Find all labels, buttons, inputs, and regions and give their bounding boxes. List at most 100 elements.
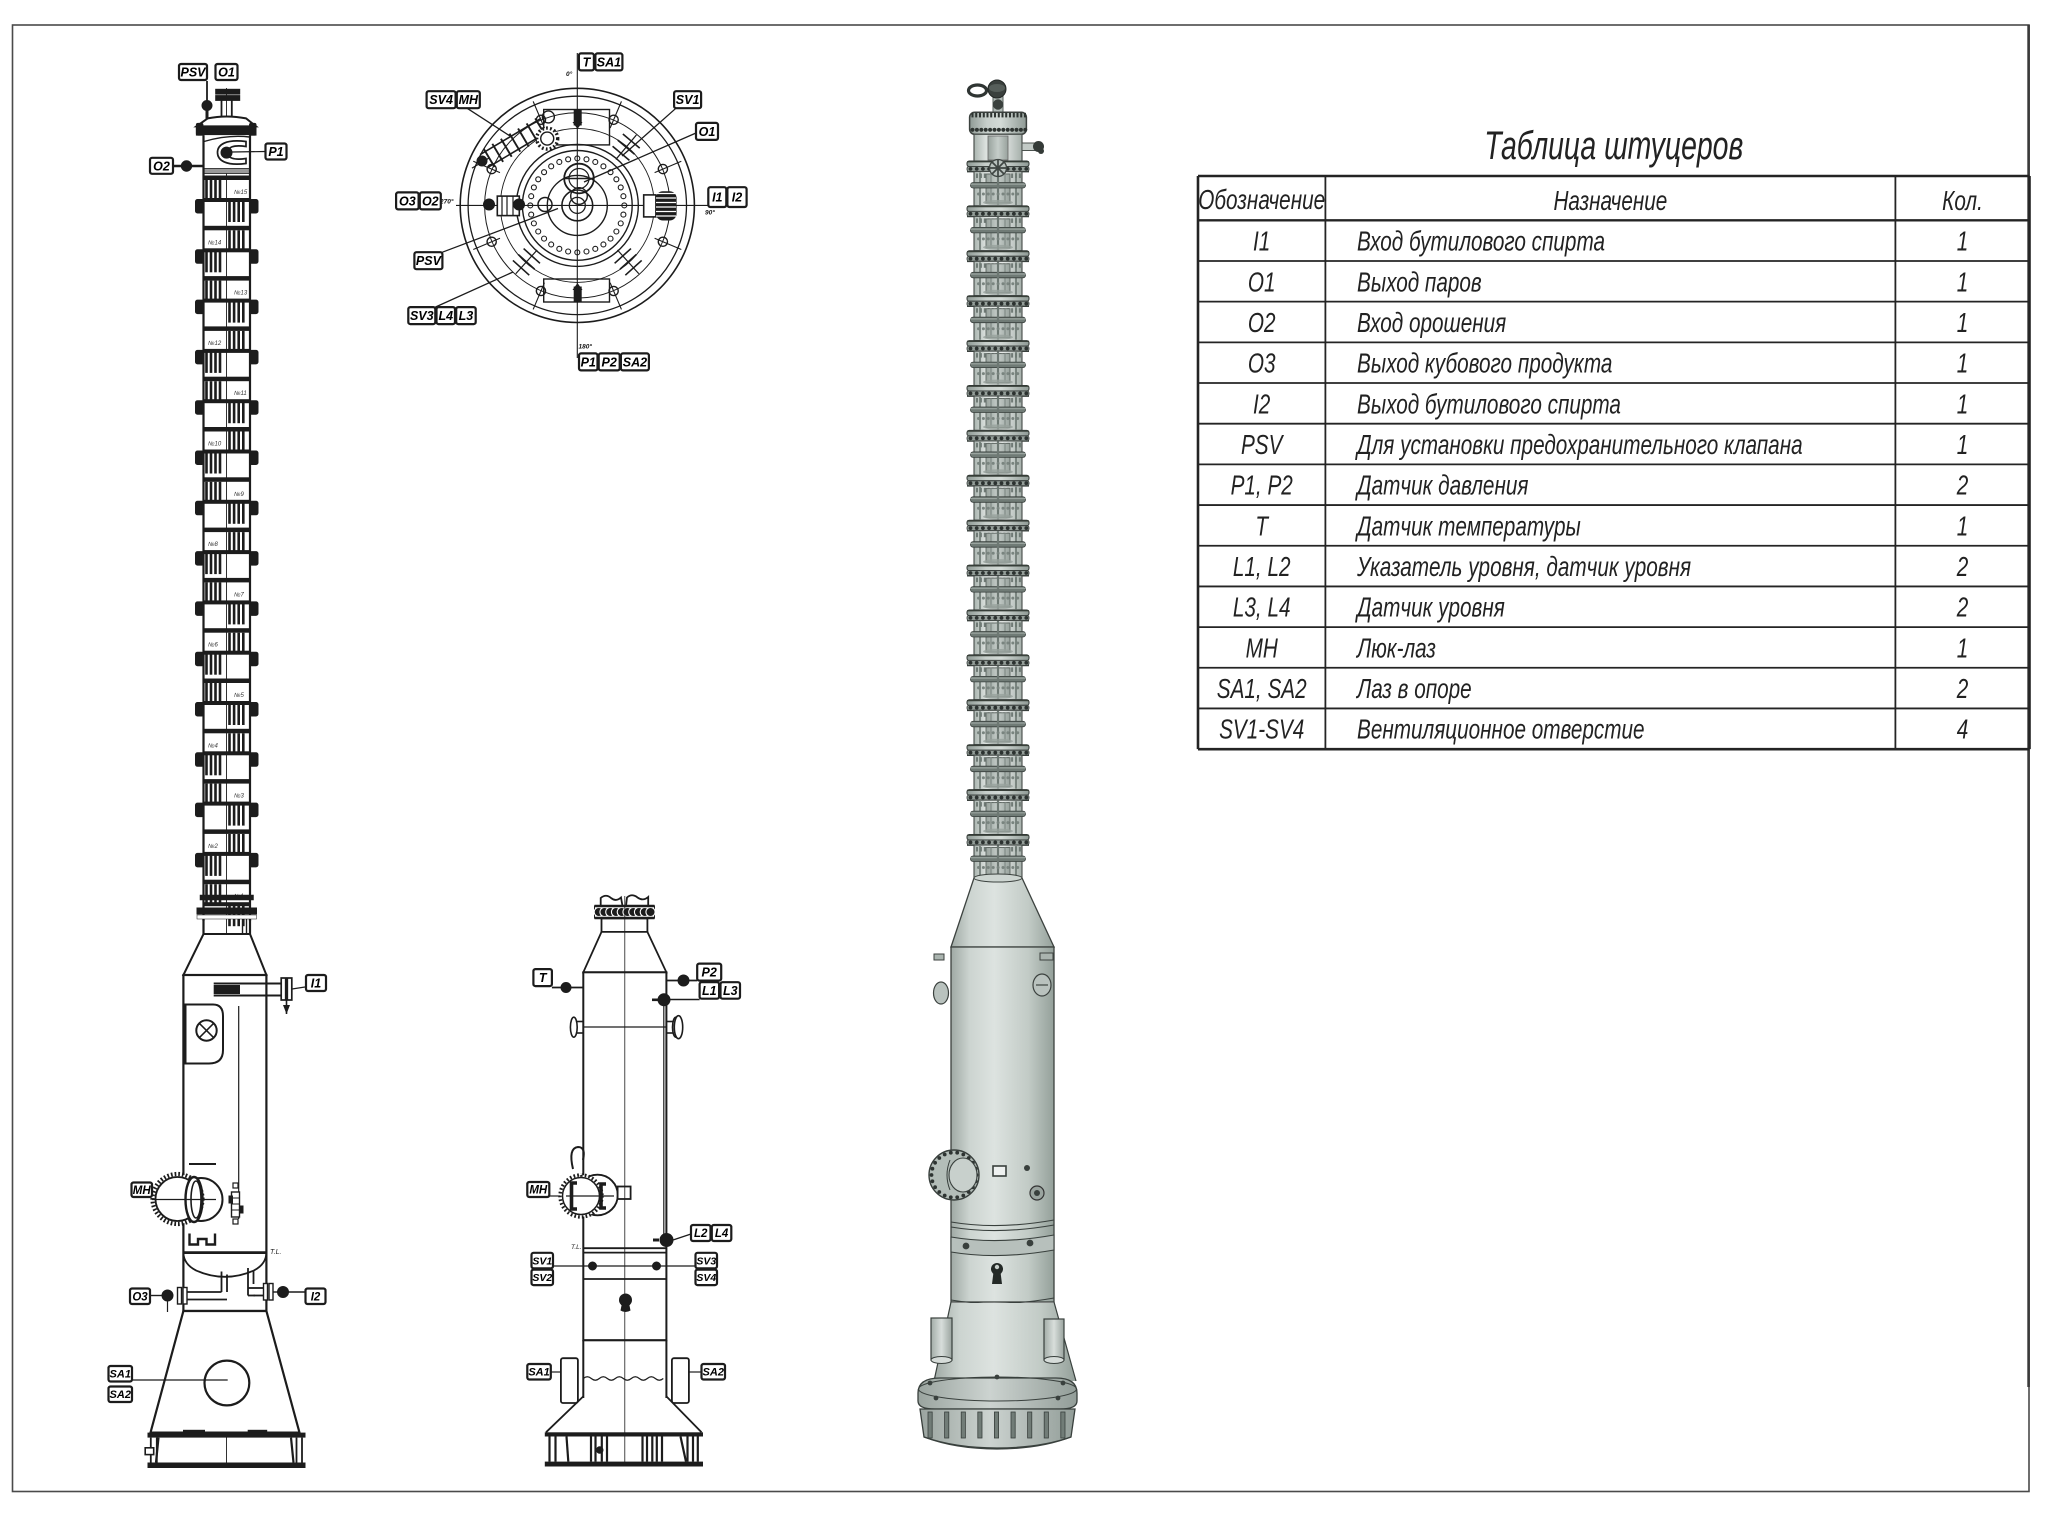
svg-text:180°: 180°: [579, 343, 593, 351]
svg-text:SA1: SA1: [528, 1367, 549, 1379]
svg-text:T: T: [1255, 511, 1269, 542]
svg-text:P2: P2: [602, 355, 617, 369]
svg-text:Таблица штуцеров: Таблица штуцеров: [1484, 124, 1743, 168]
svg-text:SV2: SV2: [532, 1272, 552, 1284]
svg-text:4: 4: [1957, 715, 1969, 746]
svg-text:SA2: SA2: [623, 355, 647, 369]
svg-text:PSV: PSV: [1241, 430, 1285, 461]
svg-text:T: T: [539, 971, 548, 985]
svg-text:O2: O2: [153, 159, 170, 173]
svg-text:SA1: SA1: [597, 55, 621, 69]
svg-text:Вход орошения: Вход орошения: [1357, 308, 1506, 339]
svg-text:Датчик температуры: Датчик температуры: [1354, 511, 1580, 542]
svg-text:I2: I2: [732, 191, 742, 205]
svg-text:№8: №8: [208, 541, 218, 548]
svg-text:Обозначение: Обозначение: [1198, 185, 1325, 216]
svg-text:MH: MH: [459, 93, 479, 107]
svg-text:1: 1: [1957, 511, 1969, 542]
svg-text:O3: O3: [132, 1291, 148, 1303]
svg-text:1: 1: [1957, 349, 1969, 380]
svg-text:Выход кубового продукта: Выход кубового продукта: [1357, 349, 1612, 380]
svg-text:I2: I2: [1253, 389, 1271, 420]
svg-text:L3: L3: [723, 984, 738, 998]
svg-text:SV3: SV3: [410, 309, 434, 323]
svg-text:L2: L2: [694, 1228, 708, 1240]
svg-text:№14: №14: [208, 239, 222, 246]
svg-text:Вентиляционное отверстие: Вентиляционное отверстие: [1357, 715, 1645, 746]
svg-text:№2: №2: [208, 843, 218, 850]
svg-text:SV1: SV1: [532, 1255, 552, 1267]
svg-text:SA1: SA1: [110, 1369, 131, 1381]
svg-text:I1: I1: [1253, 227, 1270, 258]
svg-text:O3: O3: [1248, 349, 1276, 380]
svg-text:MH: MH: [1246, 634, 1278, 665]
svg-text:L3, L4: L3, L4: [1233, 593, 1291, 624]
svg-text:1: 1: [1957, 227, 1969, 258]
svg-text:2: 2: [1956, 674, 1969, 705]
svg-text:№6: №6: [208, 642, 218, 649]
svg-text:I1: I1: [311, 977, 321, 991]
svg-text:SA1, SA2: SA1, SA2: [1217, 674, 1307, 705]
svg-text:T.L.: T.L.: [571, 1244, 582, 1251]
svg-text:P1: P1: [581, 355, 596, 369]
svg-text:L3: L3: [459, 309, 474, 323]
svg-text:O2: O2: [1248, 308, 1276, 339]
svg-text:Для установки предохранительно: Для установки предохранительного клапана: [1354, 430, 1802, 461]
svg-text:№10: №10: [208, 441, 222, 448]
svg-text:№4: №4: [208, 742, 218, 749]
svg-text:№12: №12: [208, 340, 222, 347]
svg-text:I2: I2: [311, 1291, 321, 1303]
svg-text:2: 2: [1956, 552, 1969, 583]
svg-text:№15: №15: [234, 189, 248, 196]
svg-text:L1: L1: [702, 984, 717, 998]
svg-text:Датчик давления: Датчик давления: [1354, 471, 1528, 502]
svg-text:1: 1: [1957, 308, 1969, 339]
svg-text:MH: MH: [133, 1185, 152, 1197]
svg-text:1: 1: [1957, 430, 1969, 461]
svg-text:0°: 0°: [566, 70, 573, 78]
svg-text:Указатель уровня, датчик уровн: Указатель уровня, датчик уровня: [1356, 552, 1691, 583]
svg-text:Лаз в опоре: Лаз в опоре: [1355, 674, 1471, 705]
svg-text:I1: I1: [712, 191, 722, 205]
svg-text:Вход бутилового спирта: Вход бутилового спирта: [1357, 227, 1605, 258]
svg-text:1: 1: [1957, 267, 1969, 298]
svg-text:Люк-лаз: Люк-лаз: [1355, 634, 1436, 665]
svg-text:O1: O1: [218, 66, 235, 80]
svg-text:Кол.: Кол.: [1942, 186, 1983, 217]
svg-text:№13: №13: [234, 290, 248, 297]
svg-text:P2: P2: [702, 966, 717, 980]
svg-text:L4: L4: [438, 309, 453, 323]
svg-text:P1: P1: [268, 145, 283, 159]
svg-text:T: T: [583, 55, 592, 69]
svg-text:Датчик уровня: Датчик уровня: [1354, 593, 1504, 624]
svg-text:270°: 270°: [439, 198, 454, 206]
svg-text:P1, P2: P1, P2: [1231, 471, 1293, 502]
svg-text:SV1-SV4: SV1-SV4: [1219, 715, 1304, 746]
svg-text:SA2: SA2: [110, 1389, 131, 1401]
svg-text:O1: O1: [699, 125, 716, 139]
svg-text:PSV: PSV: [180, 66, 207, 80]
svg-text:№7: №7: [234, 591, 244, 598]
svg-text:MH: MH: [529, 1185, 548, 1197]
svg-text:PSV: PSV: [416, 254, 443, 268]
svg-text:1: 1: [1957, 389, 1969, 420]
svg-text:2: 2: [1956, 593, 1969, 624]
svg-text:T.L.: T.L.: [270, 1249, 281, 1256]
svg-text:Выход бутилового спирта: Выход бутилового спирта: [1357, 389, 1621, 420]
svg-text:№9: №9: [234, 491, 244, 498]
svg-text:№11: №11: [234, 390, 247, 397]
svg-text:2: 2: [1956, 471, 1969, 502]
svg-text:O3: O3: [399, 194, 416, 208]
svg-text:SV4: SV4: [696, 1272, 716, 1284]
svg-text:№5: №5: [234, 692, 244, 699]
svg-text:1: 1: [1957, 634, 1969, 665]
svg-text:Выход паров: Выход паров: [1357, 267, 1482, 298]
svg-text:№3: №3: [234, 793, 244, 800]
svg-text:O1: O1: [1248, 267, 1276, 298]
svg-text:SA2: SA2: [703, 1367, 724, 1379]
svg-text:SV1: SV1: [676, 93, 700, 107]
svg-text:90°: 90°: [705, 209, 715, 217]
svg-text:L1, L2: L1, L2: [1233, 552, 1291, 583]
svg-text:SV4: SV4: [429, 93, 453, 107]
svg-text:Назначение: Назначение: [1553, 186, 1667, 217]
